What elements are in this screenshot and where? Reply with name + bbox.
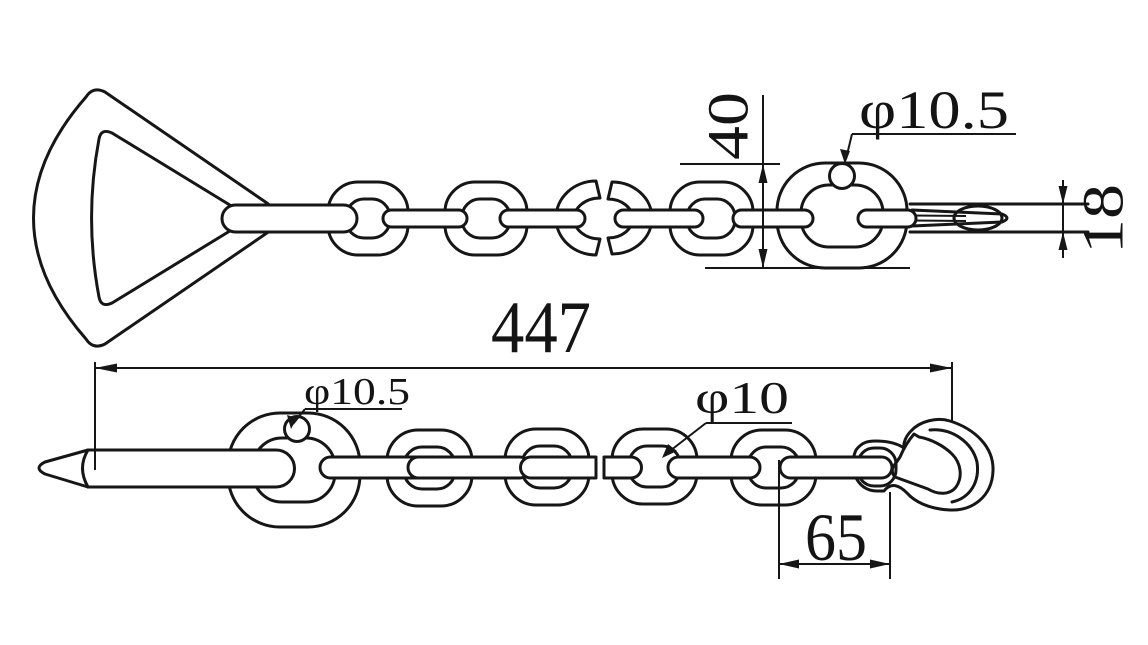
grab-hook — [851, 417, 995, 512]
triangle-connector-link — [220, 203, 359, 234]
dimension-447: 447 — [94, 287, 953, 470]
chain-link-side — [731, 208, 815, 229]
spike — [37, 448, 296, 489]
hook-eye-edge — [952, 204, 1004, 232]
spike-joint-arc — [81, 448, 90, 489]
spike-body — [37, 448, 296, 489]
dimension-18: 18 — [1058, 180, 1135, 258]
hook-edge-body — [910, 208, 1009, 228]
dim-label-447: 447 — [491, 287, 591, 369]
chain-link-side — [381, 208, 469, 229]
dimension-40: 40 — [680, 92, 910, 269]
chain-link-side — [498, 208, 587, 229]
dim-label-18: 18 — [1070, 184, 1135, 254]
top-view: 40 φ10.5 18 — [32, 80, 1135, 348]
chain-link-side — [613, 208, 705, 229]
grab-hook-wire-line — [928, 428, 980, 504]
chain-link-side — [856, 208, 918, 229]
chain-link — [668, 180, 755, 257]
chain-links-top-side — [220, 203, 918, 234]
chain-break-right — [602, 455, 643, 480]
dim-label-phi10.5-top: φ10.5 — [859, 80, 1009, 140]
end-link — [775, 161, 909, 270]
dimension-65: 65 — [778, 460, 891, 579]
dim-label-65: 65 — [805, 499, 867, 575]
dimension-phi10.5-bottom: φ10.5 — [287, 371, 410, 429]
dimension-phi10.5-top: φ10.5 — [840, 80, 1016, 164]
chain-link-side — [406, 455, 532, 480]
chain-links-top — [326, 161, 909, 270]
dim-label-40: 40 — [695, 92, 760, 160]
grab-hook-edge-view — [908, 202, 1090, 234]
chain-break-left — [519, 455, 598, 480]
chain-links-bottom-side — [318, 455, 894, 480]
bottom-view: 447 φ10.5 φ10 65 — [37, 287, 995, 579]
dimension-phi10: φ10 — [662, 372, 792, 458]
chain-link-side — [778, 455, 894, 480]
chain-break-symbol — [554, 179, 654, 257]
weld-detail — [828, 162, 856, 190]
dim-label-phi10.5-bottom: φ10.5 — [304, 371, 410, 413]
chain-link-side — [666, 455, 762, 480]
chain-link — [443, 180, 529, 257]
dim-label-phi10: φ10 — [695, 372, 789, 423]
